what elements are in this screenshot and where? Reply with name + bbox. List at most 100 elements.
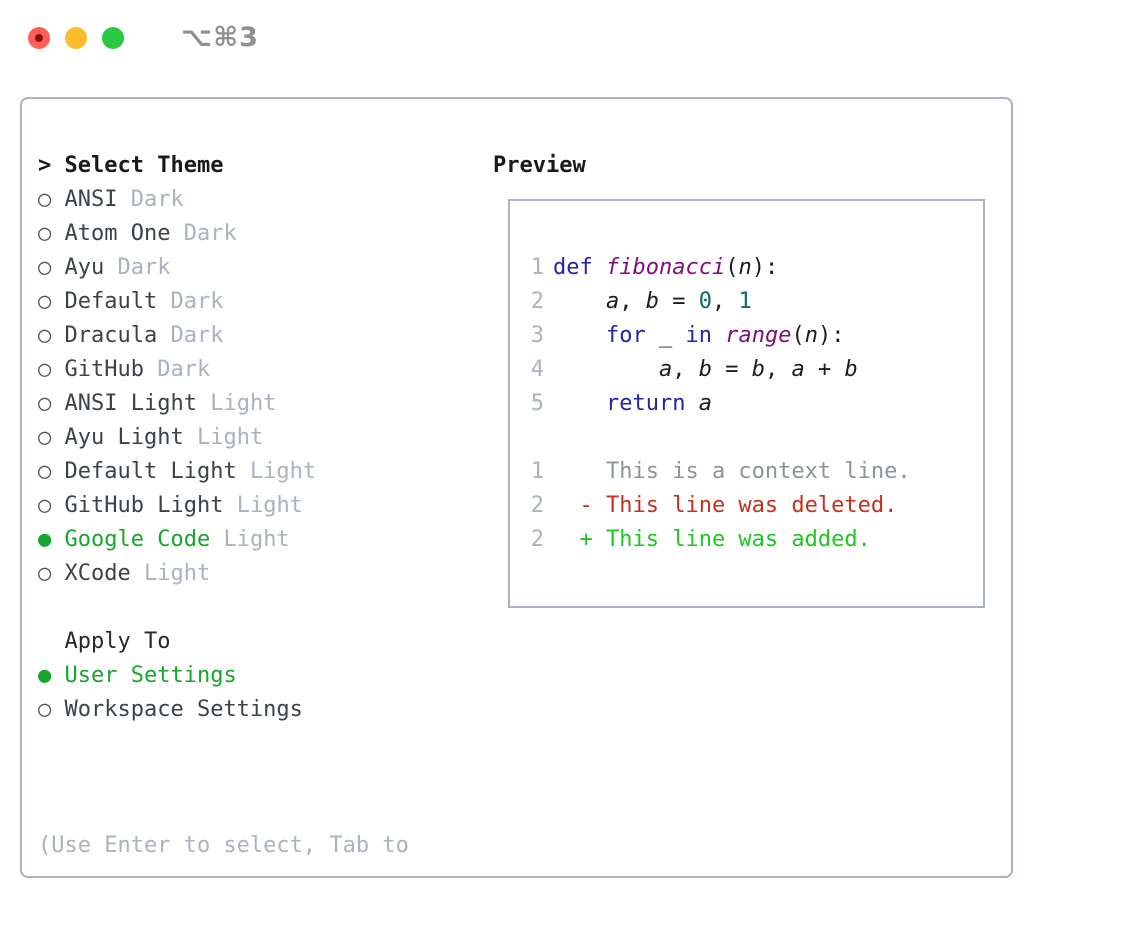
code-token: ): [751, 255, 779, 280]
zoom-button[interactable] [102, 27, 124, 49]
code-token: 1 [738, 289, 752, 314]
apply-to-list: ● User Settings○ Workspace Settings [38, 659, 409, 727]
line-number: 2 [530, 527, 544, 552]
line-number: 5 [530, 391, 544, 416]
theme-variant: Light [249, 459, 317, 484]
theme-variant: Dark [130, 187, 184, 212]
theme-option[interactable]: ● Google Code Light [38, 523, 409, 557]
theme-picker-panel: > Select Theme ○ ANSI Dark○ Atom One Dar… [20, 97, 1013, 878]
code-token: ( [725, 255, 739, 280]
code-token: n [804, 323, 818, 348]
radio-marker-icon: ○ [38, 357, 52, 382]
theme-name: ANSI Light [64, 391, 197, 416]
apply-to-name: Workspace Settings [64, 697, 303, 722]
apply-to-option[interactable]: ○ Workspace Settings [38, 693, 409, 727]
line-number: 4 [530, 357, 544, 382]
diff-line-deleted: 2 - This line was deleted. [530, 489, 983, 523]
code-tokens: return a [553, 387, 712, 421]
help-text: (Use Enter to select, Tab to change focu… [38, 761, 409, 934]
theme-variant: Dark [117, 255, 171, 280]
theme-name: Default [64, 289, 158, 314]
code-token: , [711, 289, 739, 314]
code-token: + [804, 357, 845, 382]
code-tokens: for _ in range(n): [553, 319, 844, 353]
code-token: = [711, 357, 752, 382]
theme-variant: Light [143, 561, 211, 586]
code-token [553, 289, 606, 314]
theme-name: Atom One [64, 221, 171, 246]
code-line: 2 a, b = 0, 1 [530, 285, 983, 319]
theme-option[interactable]: ○ Default Dark [38, 285, 409, 319]
theme-option[interactable]: ○ GitHub Light Light [38, 489, 409, 523]
code-token: , [764, 357, 792, 382]
theme-variant: Dark [170, 323, 224, 348]
close-button[interactable] [28, 27, 50, 49]
theme-option[interactable]: ○ Atom One Dark [38, 217, 409, 251]
code-tokens: a, b = b, a + b [553, 353, 858, 387]
apply-to-label: Apply To [64, 629, 171, 654]
theme-name: Ayu Light [64, 425, 184, 450]
code-token [646, 323, 659, 348]
close-button-dot-icon [35, 34, 43, 42]
code-token: b [751, 357, 765, 382]
spacer [38, 591, 409, 625]
code-token: a [658, 357, 673, 382]
code-token: range [725, 323, 792, 348]
theme-name: Ayu [64, 255, 105, 280]
line-number: 2 [530, 493, 544, 518]
radio-marker-icon: ○ [38, 255, 52, 280]
apply-to-option[interactable]: ● User Settings [38, 659, 409, 693]
theme-list: ○ ANSI Dark○ Atom One Dark○ Ayu Dark○ De… [38, 183, 409, 591]
line-number: 1 [530, 459, 544, 484]
theme-option[interactable]: ○ GitHub Dark [38, 353, 409, 387]
code-token: b [645, 289, 659, 314]
code-token: for [605, 323, 646, 348]
code-token: , [672, 357, 699, 382]
radio-marker-icon: ○ [38, 561, 52, 586]
code-tokens: def fibonacci(n): [553, 251, 778, 285]
theme-option[interactable]: ○ ANSI Dark [38, 183, 409, 217]
code-token [553, 323, 606, 348]
radio-marker-icon: ○ [38, 391, 52, 416]
diff-text: This is a context line. [553, 459, 911, 484]
code-token: n [738, 255, 752, 280]
theme-option[interactable]: ○ XCode Light [38, 557, 409, 591]
code-token [553, 357, 659, 382]
diff-text: + This line was added. [553, 527, 871, 552]
theme-option[interactable]: ○ Default Light Light [38, 455, 409, 489]
spacer [38, 727, 409, 761]
theme-option[interactable]: ○ ANSI Light Light [38, 387, 409, 421]
radio-marker-icon: ○ [38, 323, 52, 348]
radio-marker-icon: ○ [38, 221, 52, 246]
code-line: 3 for _ in range(n): [530, 319, 983, 353]
theme-picker-left-column: > Select Theme ○ ANSI Dark○ Atom One Dar… [38, 149, 409, 934]
code-line: 4 a, b = b, a + b [530, 353, 983, 387]
window-titlebar: ⌥⌘3 [28, 24, 259, 51]
theme-variant: Dark [183, 221, 237, 246]
radio-marker-icon: ○ [38, 289, 52, 314]
theme-name: GitHub Light [64, 493, 224, 518]
line-number: 2 [530, 289, 544, 314]
code-token: ( [791, 323, 805, 348]
minimize-button[interactable] [65, 27, 87, 49]
code-token: b [698, 357, 712, 382]
line-number: 3 [530, 323, 544, 348]
preview-title: Preview [493, 153, 586, 178]
theme-name: Google Code [64, 527, 211, 552]
code-token: in [685, 323, 712, 348]
theme-option[interactable]: ○ Dracula Dark [38, 319, 409, 353]
theme-variant: Dark [157, 357, 211, 382]
theme-name: Dracula [64, 323, 158, 348]
theme-option[interactable]: ○ Ayu Dark [38, 251, 409, 285]
code-token [712, 323, 725, 348]
radio-marker-icon: ○ [38, 425, 52, 450]
select-theme-label: Select Theme [64, 153, 224, 178]
help-text-line1: (Use Enter to select, Tab to [38, 833, 409, 858]
radio-marker-icon: ○ [38, 493, 52, 518]
code-token: a [791, 357, 805, 382]
code-line: 5 return a [530, 387, 983, 421]
theme-option[interactable]: ○ Ayu Light Light [38, 421, 409, 455]
